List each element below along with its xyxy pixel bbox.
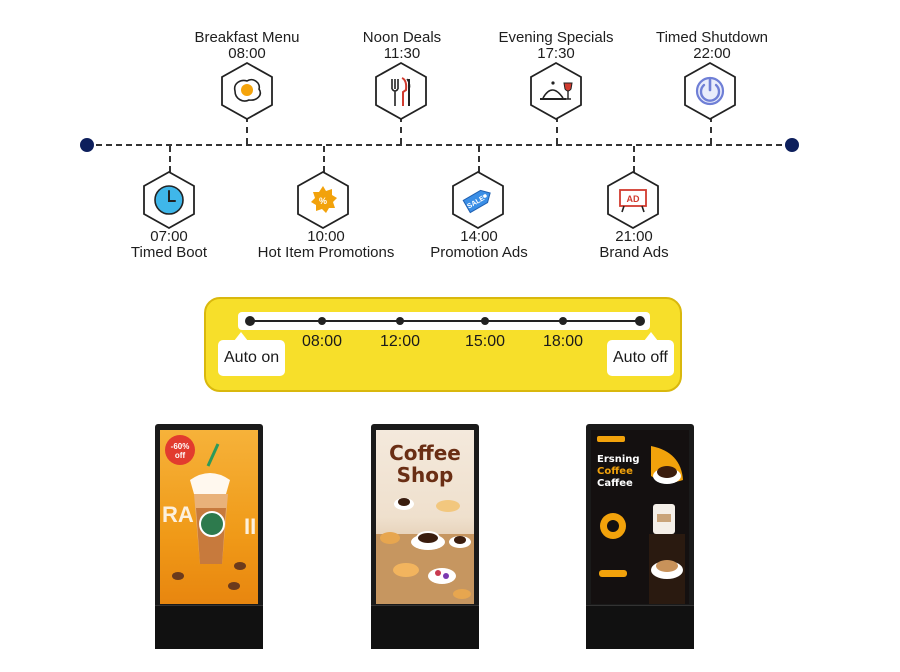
timeline-connector — [556, 116, 558, 144]
svg-text:AD: AD — [627, 194, 640, 204]
event-title-promotion-ads: Promotion Ads — [430, 244, 528, 261]
cutlery-icon — [391, 77, 411, 106]
kiosk-stand-base — [371, 605, 479, 649]
track-tick-dot — [396, 317, 404, 325]
event-title-brand-ads: Brand Ads — [599, 244, 669, 261]
coffee-shop-graphic: Coffee Shop — [376, 441, 474, 604]
evening-headline-2: Coffee — [597, 466, 633, 477]
timeline-connector — [169, 146, 171, 172]
kiosk-screen: Coffee Shop — [376, 430, 474, 604]
event-boot — [139, 170, 199, 230]
event-title-noon: Noon Deals — [362, 29, 442, 46]
event-hot-item: % — [293, 170, 353, 230]
coffee-shop-headline-2: Shop — [397, 463, 454, 487]
track-tick-dot — [559, 317, 567, 325]
frappe-promo-graphic: -60% off RA II — [162, 435, 256, 590]
track-tick-label: 18:00 — [542, 333, 584, 350]
auto-on-bubble: Auto on — [218, 332, 286, 376]
timeline-connector — [633, 146, 635, 172]
discount-badge-circle — [165, 435, 195, 465]
event-title-breakfast: Breakfast Menu — [194, 29, 300, 46]
discount-badge-text: -60% — [171, 442, 190, 451]
kiosk-display-evening-coffee: Ersning Coffee Caffee — [586, 424, 694, 649]
event-time-breakfast: 08:00 — [228, 45, 266, 62]
track-tick-label: 15:00 — [464, 333, 506, 350]
event-time-shutdown: 22:00 — [693, 45, 731, 62]
evening-headline-3: Caffee — [597, 478, 633, 489]
fried-egg-icon — [233, 78, 262, 102]
timeline-connector — [710, 116, 712, 144]
kiosk-display-coffee-shop: Coffee Shop — [371, 424, 479, 649]
auto-off-bubble: Auto off — [607, 332, 674, 376]
coffee-shop-headline-1: Coffee — [389, 441, 461, 465]
timeline-connector — [400, 116, 402, 144]
track-tick-dot — [481, 317, 489, 325]
event-time-brand-ads: 21:00 — [615, 228, 653, 245]
event-breakfast — [217, 61, 277, 121]
event-title-shutdown: Timed Shutdown — [655, 29, 769, 46]
timeline-start-dot — [80, 138, 94, 152]
side-text-right: II — [244, 514, 256, 539]
event-promotion-ads: SALE — [448, 170, 508, 230]
event-title-hot-item: Hot Item Promotions — [257, 244, 395, 261]
kiosk-stand-base — [586, 605, 694, 649]
side-text-left: RA — [162, 502, 194, 527]
clock-icon — [154, 185, 184, 215]
track-tick-dot — [318, 317, 326, 325]
event-time-evening: 17:30 — [537, 45, 575, 62]
kiosk-stand-base — [155, 605, 263, 649]
power-icon — [695, 76, 725, 106]
kiosk-display-frappe: -60% off RA II — [155, 424, 263, 649]
event-shutdown — [680, 61, 740, 121]
event-noon — [371, 61, 431, 121]
sale-tag-icon: SALE — [462, 189, 491, 214]
kiosk-screen: Ersning Coffee Caffee — [591, 430, 689, 604]
timeline-end-dot — [785, 138, 799, 152]
event-time-promotion-ads: 14:00 — [460, 228, 498, 245]
event-brand-ads: AD — [603, 170, 663, 230]
evening-coffee-graphic: Ersning Coffee Caffee — [597, 436, 685, 604]
svg-text:%: % — [319, 196, 327, 206]
event-time-hot-item: 10:00 — [307, 228, 345, 245]
schedule-track — [250, 320, 640, 322]
event-title-boot: Timed Boot — [130, 244, 208, 261]
event-evening — [526, 61, 586, 121]
timeline-connector — [246, 116, 248, 144]
evening-headline-1: Ersning — [597, 454, 640, 465]
track-tick-label: 12:00 — [379, 333, 421, 350]
track-end-dot — [635, 316, 645, 326]
cloche-wine-icon — [540, 81, 573, 100]
promo-badge-icon: % — [311, 186, 337, 213]
timeline-connector — [478, 146, 480, 172]
svg-text:off: off — [175, 451, 186, 460]
track-tick-label: 08:00 — [301, 333, 343, 350]
event-time-boot: 07:00 — [150, 228, 188, 245]
schedule-timeline — [86, 144, 792, 146]
ad-board-icon: AD — [619, 189, 647, 213]
track-start-dot — [245, 316, 255, 326]
timeline-connector — [323, 146, 325, 172]
event-time-noon: 11:30 — [383, 45, 421, 62]
kiosk-screen: -60% off RA II — [160, 430, 258, 604]
event-title-evening: Evening Specials — [498, 29, 614, 46]
